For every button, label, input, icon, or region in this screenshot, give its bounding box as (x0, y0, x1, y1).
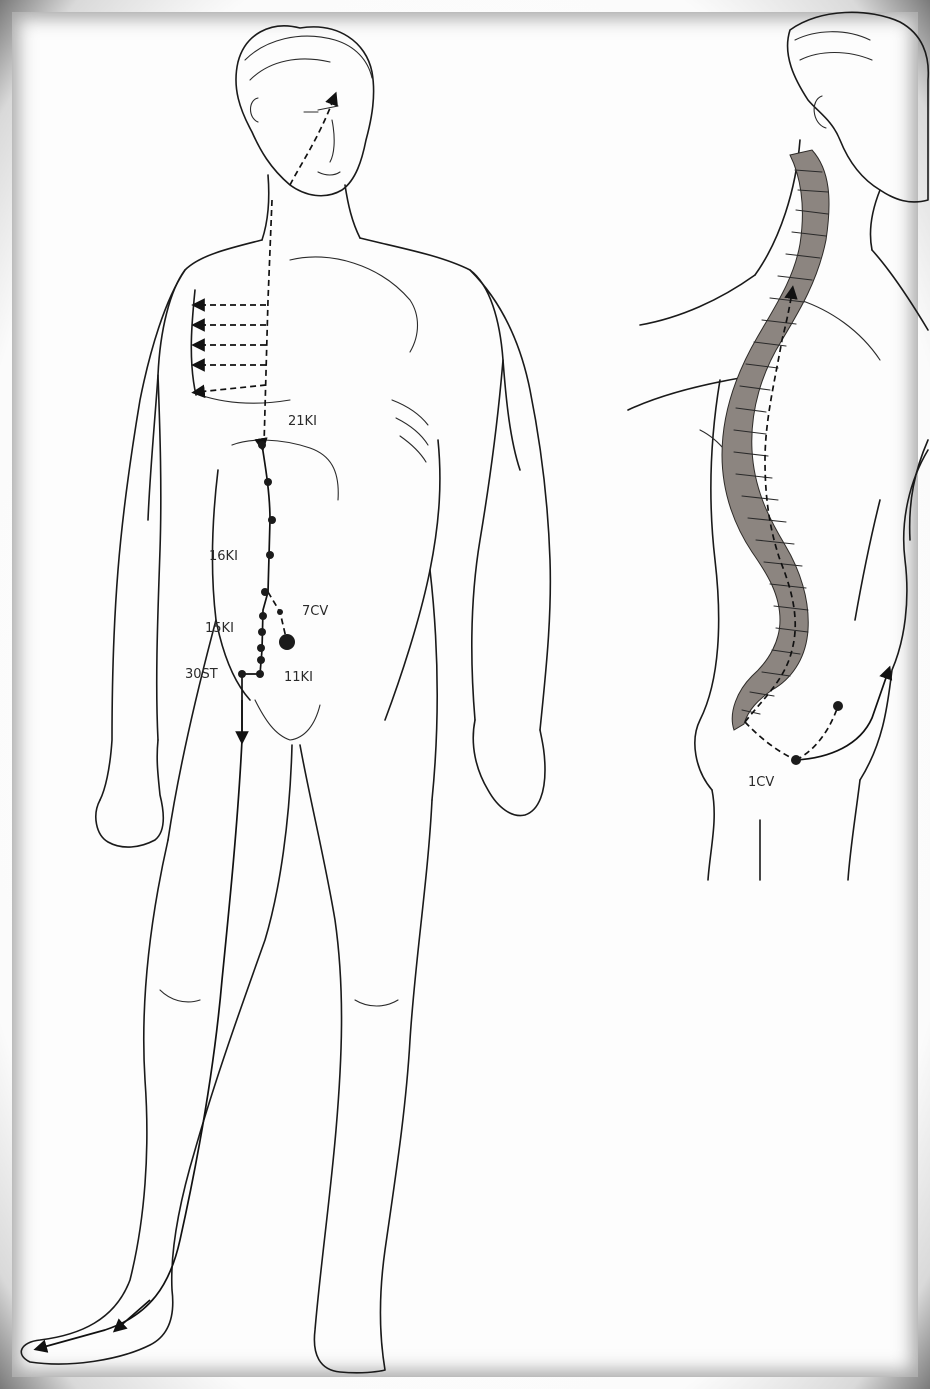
point-1cv (791, 755, 801, 765)
front-left-hand (96, 740, 163, 847)
front-ear (251, 98, 259, 122)
front-figure (21, 26, 550, 1373)
side-arm (855, 440, 928, 620)
front-path-leg (40, 674, 242, 1348)
front-torso (148, 238, 520, 520)
front-groin (255, 700, 320, 740)
side-path-up (796, 706, 838, 760)
label-21ki: 21KI (288, 414, 317, 429)
front-path-foot (118, 1300, 150, 1328)
front-path-neck-chest (264, 200, 272, 445)
front-pectoral (200, 257, 418, 403)
front-left-arm (100, 270, 185, 800)
front-right-leg (300, 745, 432, 1373)
front-knee-lines (160, 990, 398, 1006)
label-15ki: 15KI (205, 621, 234, 636)
point-18ki (268, 516, 276, 524)
point-14ki (258, 628, 266, 636)
front-head-outline (236, 26, 374, 196)
front-chest-left (191, 290, 196, 395)
point-7cv (277, 609, 283, 615)
front-ribs (392, 400, 428, 462)
front-meridian-paths (40, 98, 334, 1348)
front-path-7cv (268, 592, 287, 642)
label-11ki: 11KI (284, 670, 313, 685)
label-7cv: 7CV (302, 604, 328, 619)
point-21ki (258, 441, 266, 449)
point-side-upper (833, 701, 843, 711)
point-15ki (259, 612, 267, 620)
front-right-hand (473, 720, 545, 816)
front-chest-branch-5 (198, 385, 266, 392)
front-face-features (304, 106, 340, 175)
side-hair (795, 32, 872, 60)
point-20ki (264, 478, 272, 486)
front-labels: 21KI 16KI 7CV 15KI 30ST 11KI (185, 414, 328, 685)
side-path-perineum (745, 722, 796, 760)
point-13ki (257, 644, 265, 652)
front-neck (262, 175, 360, 240)
label-30st: 30ST (185, 667, 218, 682)
point-11ki (256, 670, 264, 678)
side-legs (708, 780, 860, 880)
point-15ki-upper (261, 588, 269, 596)
front-right-arm (470, 270, 550, 730)
point-16ki (266, 551, 274, 559)
front-hair (245, 36, 372, 80)
label-16ki: 16KI (209, 549, 238, 564)
label-1cv: 1CV (748, 775, 774, 790)
front-waist (212, 440, 440, 720)
front-abdomen (232, 440, 338, 500)
front-path-face (290, 98, 334, 185)
side-front (860, 450, 928, 780)
side-path-front (796, 672, 888, 760)
point-large (279, 634, 295, 650)
point-30st (238, 670, 246, 678)
point-12ki (257, 656, 265, 664)
